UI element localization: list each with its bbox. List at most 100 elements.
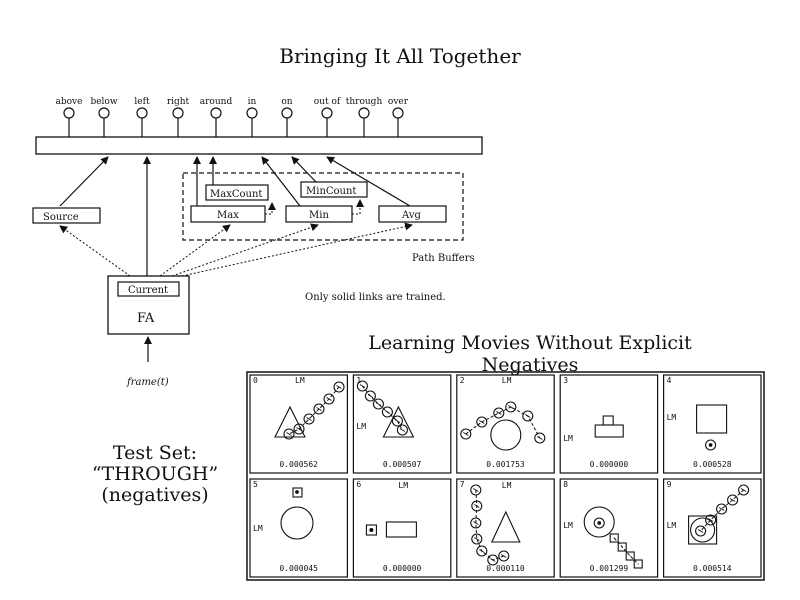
panel-scene bbox=[594, 415, 624, 438]
panel-scene bbox=[696, 404, 728, 451]
panel-scene bbox=[274, 381, 345, 440]
panel-index: 9 bbox=[667, 480, 672, 489]
output-unit-node bbox=[172, 107, 184, 119]
test-set-caption: Test Set: “THROUGH” (negatives) bbox=[70, 443, 240, 506]
output-unit-label: through bbox=[346, 97, 383, 107]
output-units: above below left right around in on out of throu… bbox=[56, 97, 409, 137]
output-unit-label: on bbox=[281, 97, 292, 107]
panel-index: 7 bbox=[460, 480, 465, 489]
landmark-label: LM bbox=[502, 376, 512, 385]
panel-score: 0.000528 bbox=[693, 460, 732, 469]
landmark-label: LM bbox=[253, 524, 263, 533]
output-unit-label: in bbox=[248, 97, 257, 107]
mincount-box bbox=[300, 181, 368, 198]
panel-index: 5 bbox=[253, 480, 258, 489]
arrow-min-output bbox=[261, 156, 301, 207]
movie-panel: 5LM 0.000045 bbox=[249, 478, 349, 578]
avg-label: Avg bbox=[401, 210, 421, 221]
movie-panel-frame bbox=[456, 374, 555, 474]
panel-index: 6 bbox=[356, 480, 361, 489]
panel-scene bbox=[460, 401, 546, 451]
output-unit-label: around bbox=[200, 97, 233, 107]
output-unit-node bbox=[321, 107, 333, 119]
arrow-source-output bbox=[59, 156, 109, 207]
movie-panel-frame bbox=[559, 374, 659, 474]
landmark-label: LM bbox=[398, 481, 408, 490]
output-unit-node bbox=[210, 107, 222, 119]
panel-index: 3 bbox=[563, 376, 568, 385]
output-unit-label: left bbox=[134, 97, 150, 107]
fa-label: FA bbox=[137, 311, 155, 326]
panel-index: 1 bbox=[356, 376, 361, 385]
panel-score: 0.001753 bbox=[486, 460, 525, 469]
landmark-label: LM bbox=[563, 521, 573, 530]
output-unit-label: above bbox=[56, 97, 83, 107]
arrow-mincount-output bbox=[291, 156, 317, 183]
section-subtitle: Learning Movies Without Explicit Negativ… bbox=[368, 332, 692, 376]
current-label: Current bbox=[128, 285, 168, 296]
panel-score: 0.000045 bbox=[279, 564, 318, 573]
panel-index: 2 bbox=[460, 376, 465, 385]
movie-panel: 4LM 0.000528 bbox=[662, 374, 762, 474]
path-buffers-label: Path Buffers bbox=[412, 253, 475, 264]
output-unit-node bbox=[98, 107, 110, 119]
landmark-label: LM bbox=[667, 413, 677, 422]
test-set-line-3: (negatives) bbox=[101, 484, 209, 506]
output-unit-label: below bbox=[90, 97, 117, 107]
output-unit-label: right bbox=[167, 97, 190, 107]
output-layer-bar bbox=[35, 136, 483, 155]
test-set-line-1: Test Set: bbox=[112, 442, 198, 464]
panel-scene bbox=[280, 487, 314, 540]
output-unit-label: out of bbox=[314, 97, 341, 107]
movie-panel-frame bbox=[352, 478, 452, 578]
panel-index: 8 bbox=[563, 480, 568, 489]
panel-index: 4 bbox=[667, 376, 672, 385]
maxcount-box bbox=[205, 184, 269, 201]
output-unit-node bbox=[246, 107, 258, 119]
panel-score: 0.000514 bbox=[693, 564, 732, 573]
panel-scene bbox=[356, 380, 415, 438]
movie-panel-frame bbox=[456, 478, 555, 578]
movie-panel-frame bbox=[352, 374, 452, 474]
link-fa-min bbox=[171, 223, 319, 277]
maxcount-label: MaxCount bbox=[210, 189, 262, 200]
panel-score: 0.000000 bbox=[383, 564, 422, 573]
panel-score: 0.001299 bbox=[590, 564, 629, 573]
link-fa-max bbox=[159, 224, 231, 277]
page-title: Bringing It All Together bbox=[279, 44, 521, 68]
output-unit-label: over bbox=[388, 97, 409, 107]
mincount-label: MinCount bbox=[306, 186, 356, 197]
movie-panel-frame bbox=[559, 478, 659, 578]
link-min-mincount bbox=[352, 199, 364, 215]
training-note: Only solid links are trained. bbox=[305, 292, 446, 303]
landmark-label: LM bbox=[356, 422, 366, 431]
movie-panel: 8LM 0.001299 bbox=[559, 478, 659, 578]
landmark-label: LM bbox=[667, 521, 677, 530]
output-unit-node bbox=[358, 107, 370, 119]
output-unit-node bbox=[281, 107, 293, 119]
landmark-label: LM bbox=[295, 376, 305, 385]
path-buffers-region bbox=[182, 172, 464, 241]
source-label: Source bbox=[43, 212, 79, 223]
source-box bbox=[32, 207, 101, 224]
movie-panel: 1LM 0.000507 bbox=[352, 374, 452, 474]
movie-panel: 0 LM 0.000562 bbox=[249, 374, 349, 474]
movie-panel: 6 LM 0.000000 bbox=[352, 478, 452, 578]
panel-index: 0 bbox=[253, 376, 258, 385]
min-label: Min bbox=[309, 210, 329, 221]
panel-score: 0.000507 bbox=[383, 460, 422, 469]
output-unit-node bbox=[63, 107, 75, 119]
max-label: Max bbox=[217, 210, 239, 221]
arrow-avg-output bbox=[326, 156, 411, 207]
movie-panel-frame bbox=[249, 478, 349, 578]
link-fa-avg bbox=[181, 222, 413, 277]
movie-panel: 2 LM 0.001753 bbox=[456, 374, 555, 474]
panel-score: 0.000562 bbox=[279, 460, 318, 469]
output-unit-node bbox=[392, 107, 404, 119]
panel-score: 0.000000 bbox=[590, 460, 629, 469]
test-set-line-2: “THROUGH” bbox=[91, 463, 219, 485]
